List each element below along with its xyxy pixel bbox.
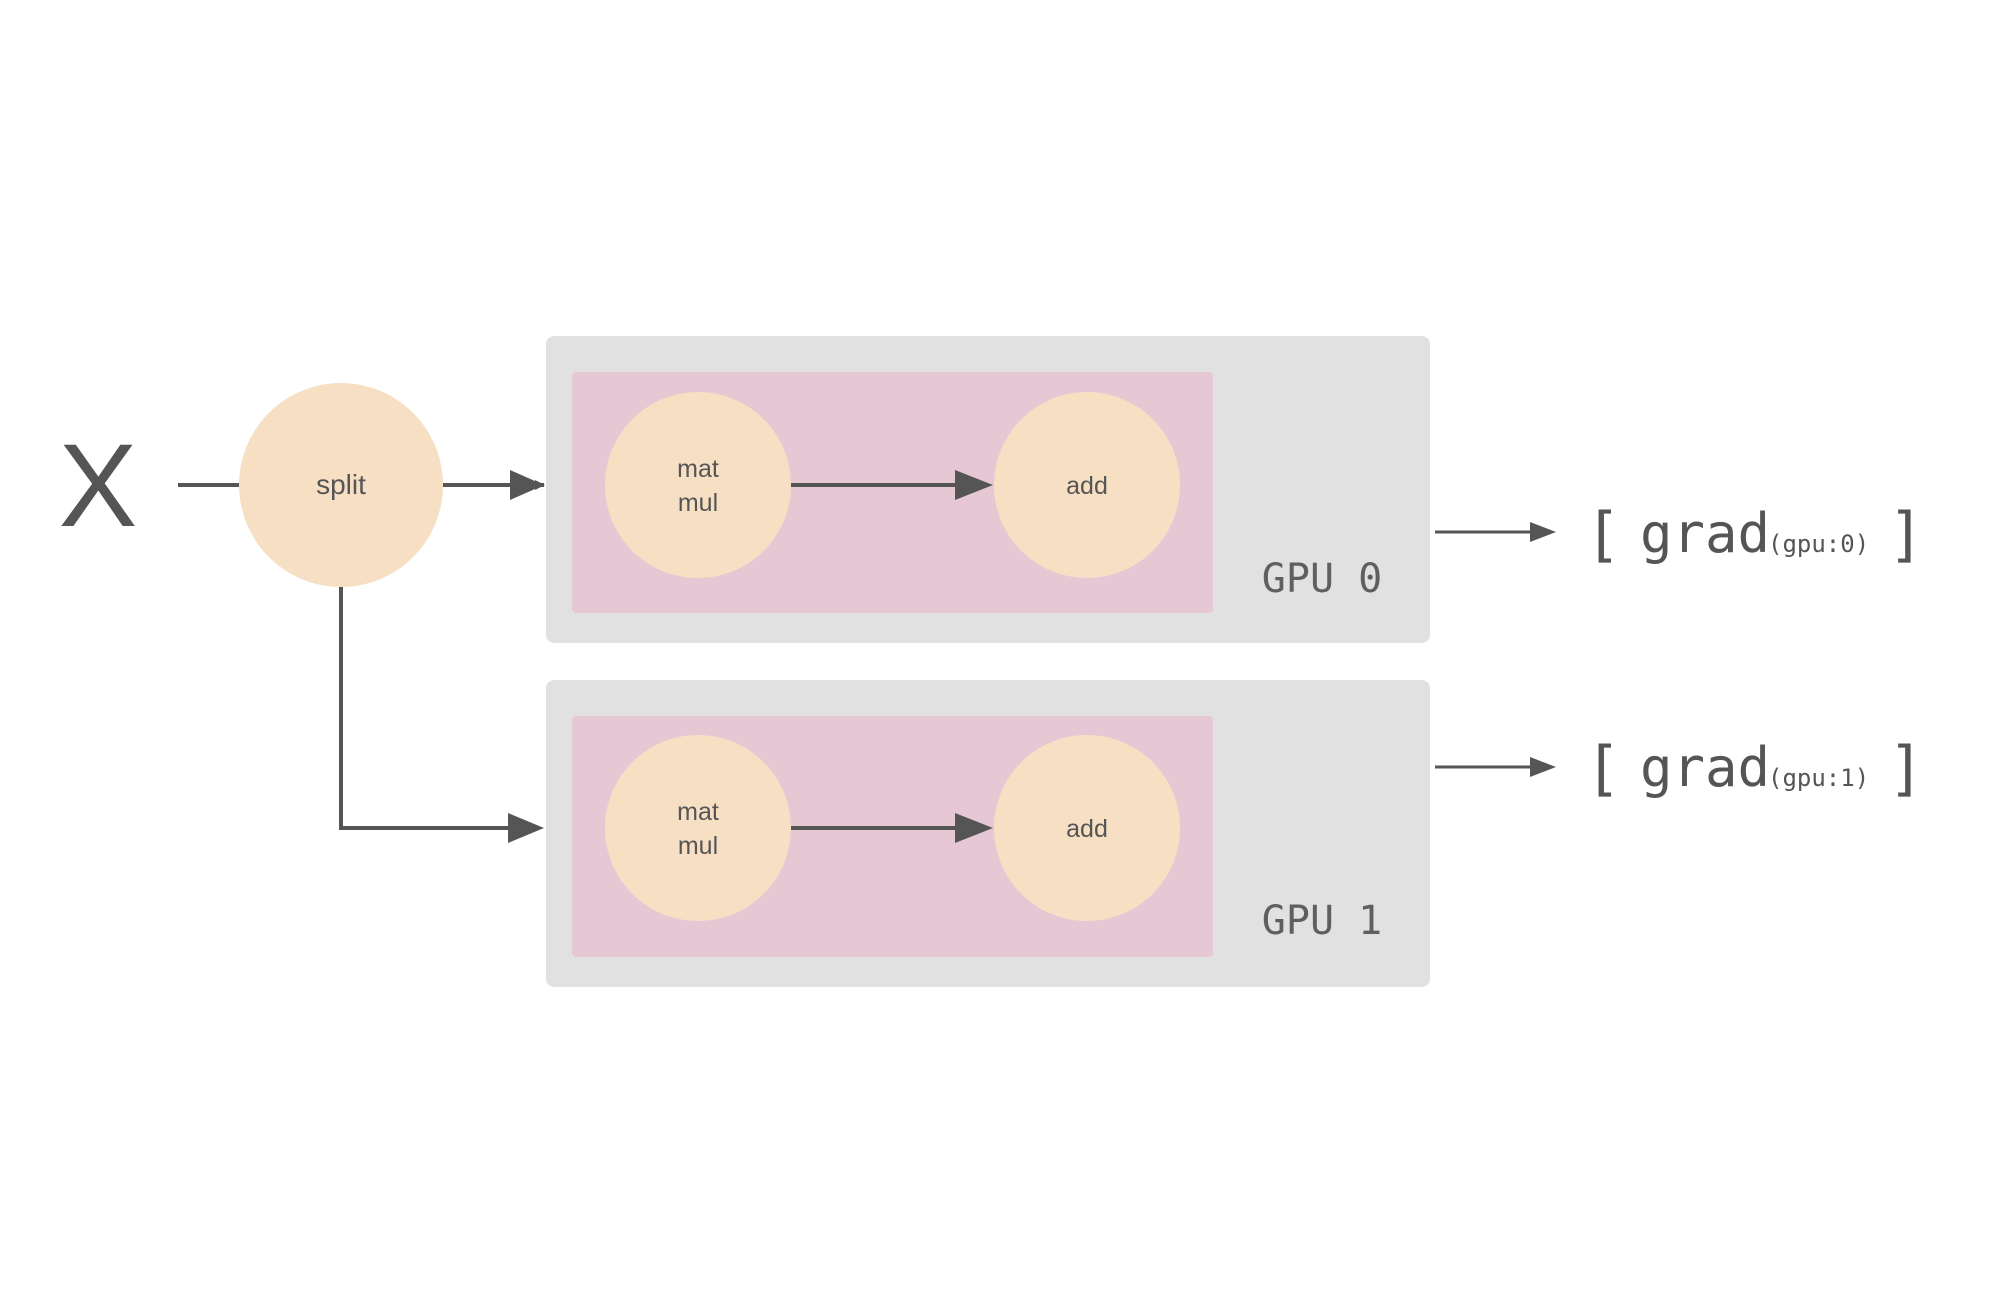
- gpu1-add-label: add: [1066, 815, 1108, 843]
- gpu0-grad-open-bracket: [: [1585, 500, 1621, 570]
- gpu1-grad-output: [ grad (gpu:1) ]: [1585, 734, 1924, 804]
- gpu0-add-label: add: [1066, 472, 1108, 500]
- split-node: split: [239, 383, 443, 587]
- gpu0-matmul-label-1: mat: [677, 455, 719, 483]
- gpu1-grad-open-bracket: [: [1585, 734, 1621, 804]
- gpu0-block: mat mul add GPU 0: [546, 336, 1430, 643]
- gpu0-label: GPU 0: [1262, 556, 1382, 602]
- gpu1-matmul-circle: [605, 735, 791, 921]
- gpu1-matmul-label-1: mat: [677, 798, 719, 826]
- gpu0-grad-subscript: (gpu:0): [1768, 530, 1869, 558]
- split-to-gpu1-arrowhead: [508, 813, 544, 843]
- gpu0-output-arrowhead: [1530, 522, 1556, 542]
- gpu0-grad-text: grad: [1640, 502, 1770, 565]
- gpu1-grad-text: grad: [1640, 736, 1770, 799]
- gpu1-grad-close-bracket: ]: [1888, 734, 1924, 804]
- gpu1-block: mat mul add GPU 1: [546, 680, 1430, 987]
- gpu1-output-arrowhead: [1530, 757, 1556, 777]
- gpu1-grad-subscript: (gpu:1): [1768, 764, 1869, 792]
- gpu1-add-circle: [994, 735, 1180, 921]
- gpu1-matmul-to-add-arrowhead: [955, 813, 993, 843]
- split-circle: [239, 383, 443, 587]
- gpu0-matmul-circle: [605, 392, 791, 578]
- gpu0-grad-output: [ grad (gpu:0) ]: [1585, 500, 1924, 570]
- split-to-gpu0-arrowhead: [510, 470, 544, 500]
- gpu0-add-circle: [994, 392, 1180, 578]
- gpu1-matmul-label-2: mul: [678, 832, 718, 860]
- gpu0-matmul-label-2: mul: [678, 489, 718, 517]
- input-x-label: X: [59, 420, 138, 552]
- gpu0-matmul-to-add-arrowhead: [955, 470, 993, 500]
- gpu1-label: GPU 1: [1262, 898, 1382, 944]
- gpu0-grad-close-bracket: ]: [1888, 500, 1924, 570]
- split-label: split: [316, 469, 366, 500]
- split-to-gpu1-edge: [339, 587, 512, 830]
